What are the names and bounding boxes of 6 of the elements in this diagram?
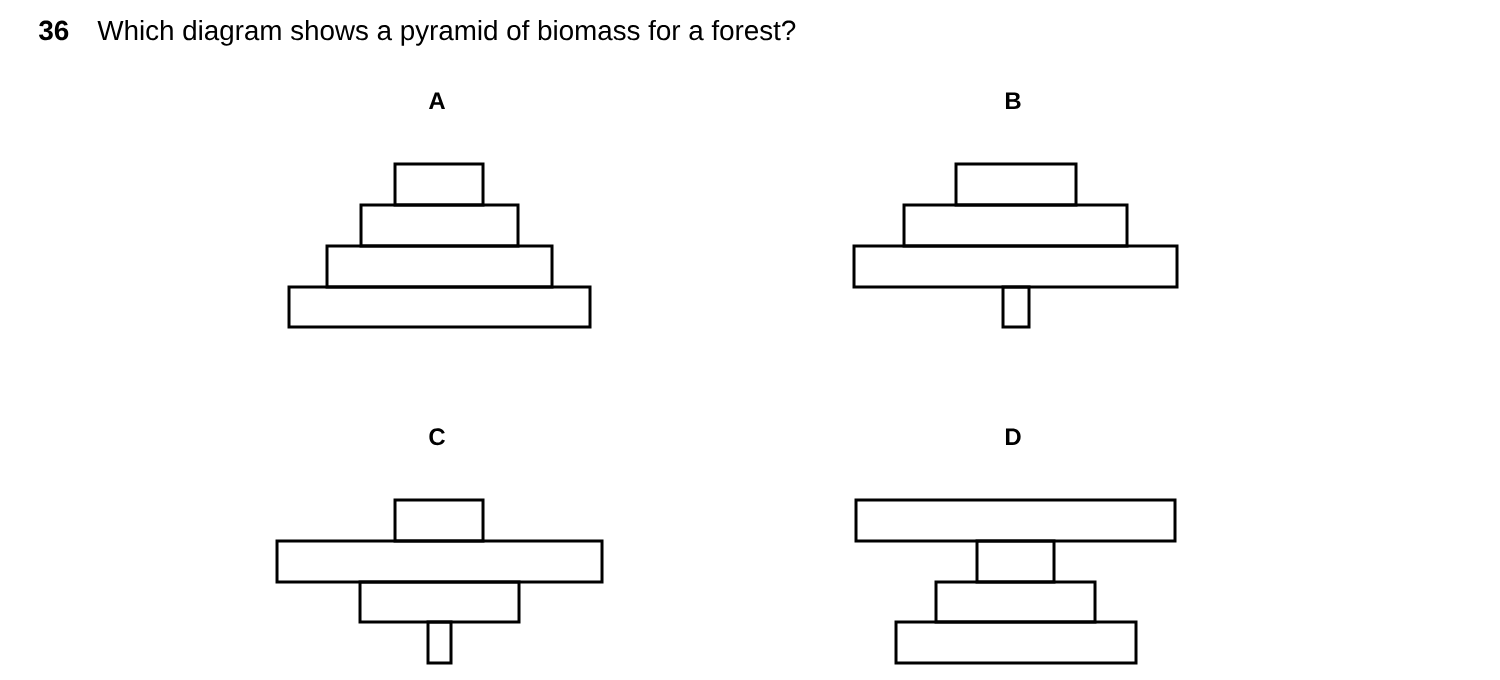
option-letter: D bbox=[1006, 428, 1021, 445]
question-number: 36 bbox=[39, 20, 69, 41]
option-letter: C bbox=[429, 428, 445, 446]
option-letter: B bbox=[1006, 92, 1021, 109]
question-text: Which diagram shows a pyramid of biomass for a forest? bbox=[97, 19, 796, 46]
option-letter: A bbox=[429, 92, 445, 109]
